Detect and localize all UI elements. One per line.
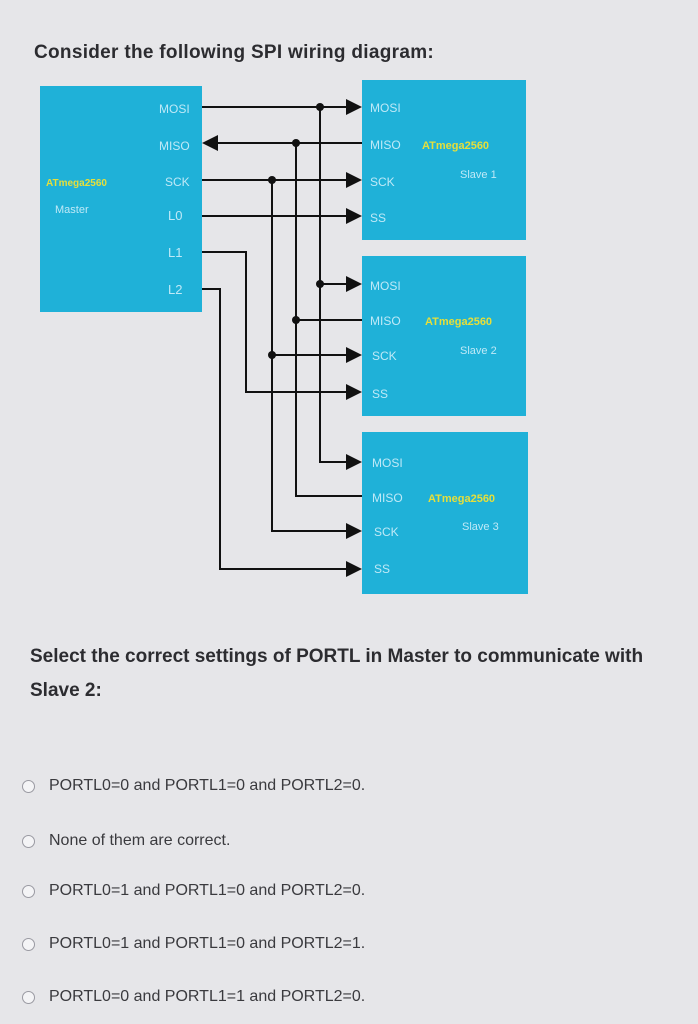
question-prompt: Select the correct settings of PORTL in … [30, 646, 644, 701]
answer-option-4[interactable]: PORTL0=1 and PORTL1=0 and PORTL2=1. [22, 935, 365, 953]
slave-1-pin-ss: SS [370, 211, 386, 225]
master-box [40, 86, 202, 312]
slave-3-pin-miso: MISO [372, 491, 403, 505]
junction-mosi-2 [316, 280, 324, 288]
radio-button[interactable] [22, 937, 35, 951]
slave-3-pin-sck: SCK [374, 525, 399, 539]
radio-button[interactable] [22, 990, 35, 1004]
wire-miso-slave-2 [295, 143, 362, 321]
slave-1-pin-miso: MISO [370, 138, 401, 152]
junction-miso-2 [292, 316, 300, 324]
slave-1-role-label: Slave 1 [460, 169, 497, 181]
wire-l2-ss-slave-3 [202, 288, 362, 577]
junction-miso-1 [292, 139, 300, 147]
wire-sck-slave-3 [271, 355, 362, 539]
slave-3-chip-label: ATmega2560 [428, 493, 495, 505]
answer-option-3[interactable]: PORTL0=1 and PORTL1=0 and PORTL2=0. [22, 882, 365, 900]
wire-miso-slave-3 [295, 320, 362, 497]
question-title: Consider the following SPI wiring diagra… [34, 42, 435, 63]
slave-2-chip-label: ATmega2560 [425, 316, 492, 328]
wire-mosi-slave-2 [319, 107, 362, 292]
slave-2-role-label: Slave 2 [460, 345, 497, 357]
answer-option-5[interactable]: PORTL0=0 and PORTL1=1 and PORTL2=0. [22, 988, 365, 1006]
answer-option-label: None of them are correct. [49, 832, 231, 849]
slave-3-box [362, 432, 528, 594]
answer-option-label: PORTL0=1 and PORTL1=0 and PORTL2=0. [49, 882, 366, 899]
master-pin-l2: L2 [168, 282, 182, 297]
wire-mosi-slave-3 [319, 284, 362, 470]
slave-2-pin-miso: MISO [370, 314, 401, 328]
slave-3-role-label: Slave 3 [462, 521, 499, 533]
slave-1-pin-sck: SCK [370, 175, 395, 189]
master-pin-sck: SCK [165, 175, 190, 189]
answer-option-label: PORTL0=1 and PORTL1=0 and PORTL2=1. [49, 935, 366, 952]
junction-mosi-1 [316, 103, 324, 111]
wire-l1-ss-slave-2 [202, 251, 362, 400]
junction-sck-1 [268, 176, 276, 184]
slave-2-pin-ss: SS [372, 387, 388, 401]
answer-option-2[interactable]: None of them are correct. [22, 832, 230, 850]
answer-option-label: PORTL0=0 and PORTL1=1 and PORTL2=0. [49, 988, 366, 1005]
slave-3-pin-ss: SS [374, 562, 390, 576]
slave-2-pin-mosi: MOSI [370, 279, 401, 293]
answer-option-1[interactable]: PORTL0=0 and PORTL1=0 and PORTL2=0. [22, 777, 365, 795]
radio-button[interactable] [22, 884, 35, 898]
slave-2-box [362, 256, 526, 416]
wire-sck-slave-2 [271, 180, 362, 363]
radio-button[interactable] [22, 834, 35, 848]
master-pin-l0: L0 [168, 208, 182, 223]
master-pin-l1: L1 [168, 245, 182, 260]
slave-1-pin-mosi: MOSI [370, 101, 401, 115]
answer-option-label: PORTL0=0 and PORTL1=0 and PORTL2=0. [49, 777, 366, 794]
master-pin-mosi: MOSI [159, 102, 190, 116]
master-role-label: Master [55, 204, 89, 216]
radio-button[interactable] [22, 779, 35, 793]
junction-sck-2 [268, 351, 276, 359]
slave-1-chip-label: ATmega2560 [422, 140, 489, 152]
master-pin-miso: MISO [159, 139, 190, 153]
slave-1-box [362, 80, 526, 240]
slave-2-pin-sck: SCK [372, 349, 397, 363]
slave-3-pin-mosi: MOSI [372, 456, 403, 470]
master-chip-label: ATmega2560 [46, 178, 107, 189]
spi-wiring-diagram: MOSI MISO ATmega2560 SCK Master L0 L1 L2… [40, 80, 528, 594]
